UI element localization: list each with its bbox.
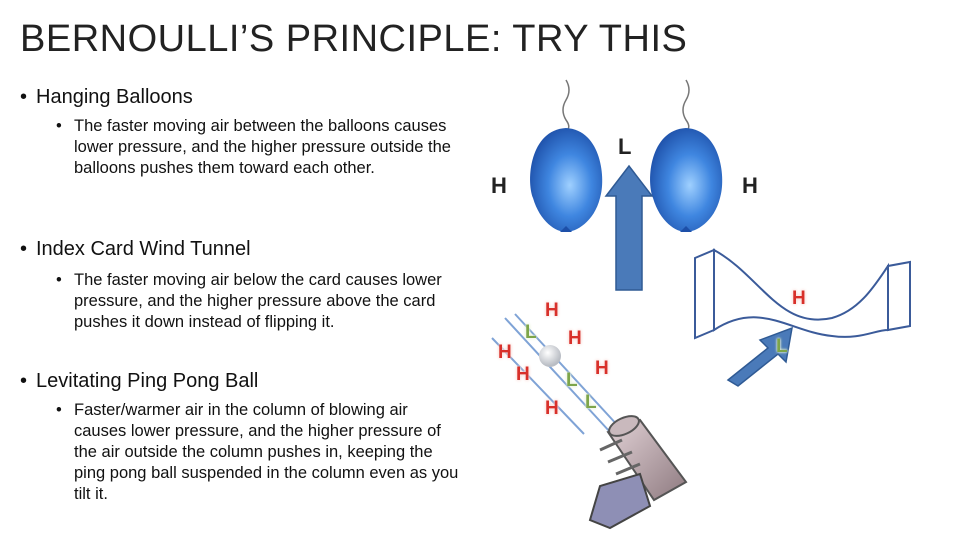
sub-bullet-text: Faster/warmer air in the column of blowi… xyxy=(74,401,459,503)
card-low-label: L xyxy=(776,336,788,357)
pingpong-label: L xyxy=(566,370,578,391)
balloon-right xyxy=(650,79,723,232)
up-arrow xyxy=(604,164,654,291)
balloon-left xyxy=(530,79,603,232)
bullet-pingpong: • Levitating Ping Pong Ball xyxy=(20,370,258,393)
bullet-index-card: • Index Card Wind Tunnel xyxy=(20,238,251,261)
bullet-dot: • xyxy=(20,238,28,260)
bullet-label: Index Card Wind Tunnel xyxy=(36,238,251,260)
card-arrow xyxy=(726,326,793,387)
bullet-label: Hanging Balloons xyxy=(36,86,193,108)
card-high-label: H xyxy=(792,288,806,309)
pingpong-label: L xyxy=(525,322,537,343)
sub-bullet-text: The faster moving air below the card cau… xyxy=(74,271,442,331)
index-card xyxy=(694,248,911,340)
sub-bullet-pingpong: •Faster/warmer air in the column of blow… xyxy=(56,401,459,503)
balloon-center-label: L xyxy=(618,134,632,159)
pingpong-label: H xyxy=(595,358,609,379)
pingpong-label: H xyxy=(516,364,530,385)
bullet-dot: • xyxy=(20,370,28,392)
balloon-left-label: H xyxy=(491,173,507,198)
pingpong-label: H xyxy=(545,300,559,321)
bullet-label: Levitating Ping Pong Ball xyxy=(36,370,259,392)
pingpong-ball xyxy=(539,345,561,367)
sub-bullet-balloons: •The faster moving air between the ballo… xyxy=(56,117,451,177)
pingpong-label: L xyxy=(585,392,597,413)
hair-dryer xyxy=(588,415,688,530)
balloon-right-label: H xyxy=(742,173,758,198)
pingpong-label: H xyxy=(498,342,512,363)
sub-bullet-card: •The faster moving air below the card ca… xyxy=(56,271,442,331)
pingpong-label: H xyxy=(545,398,559,419)
slide-title: BERNOULLI’S PRINCIPLE: TRY THIS xyxy=(20,18,688,60)
sub-bullet-text: The faster moving air between the balloo… xyxy=(74,117,451,177)
airflow-lines xyxy=(491,313,621,435)
pingpong-label: H xyxy=(568,328,582,349)
bullet-hanging-balloons: • Hanging Balloons xyxy=(20,86,193,109)
bullet-dot: • xyxy=(20,86,28,108)
